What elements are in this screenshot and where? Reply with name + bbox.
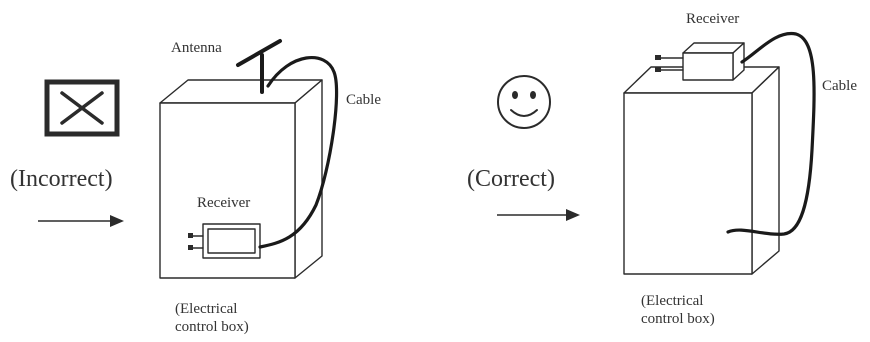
receiver-label-incorrect: Receiver [197, 195, 250, 211]
box-side [294, 79, 323, 279]
box-label-correct-line1: (Electrical [641, 293, 703, 309]
box-top [159, 79, 323, 104]
box-label-correct-line2: control box) [641, 311, 715, 327]
receiver-correct [655, 42, 745, 81]
receiver-face [207, 228, 256, 254]
electrical-control-box-incorrect [159, 79, 323, 279]
incorrect-arrow-icon [38, 215, 124, 227]
antenna-icon [236, 39, 282, 94]
correct-label: (Correct) [467, 166, 555, 192]
box-side [751, 66, 780, 275]
receiver-label-correct: Receiver [686, 11, 739, 27]
incorrect-panel: (Incorrect) Antenna Cable [10, 39, 381, 335]
smiley-icon [497, 75, 551, 129]
correct-arrow-icon [497, 209, 580, 221]
x-box-icon [44, 79, 120, 137]
incorrect-label: (Incorrect) [10, 166, 113, 192]
correct-panel: (Correct) Receiver Cable (Electrical con [467, 11, 857, 327]
receiver-front [682, 52, 734, 81]
electrical-control-box-correct [623, 66, 780, 275]
receiver-incorrect [188, 223, 261, 259]
cable-label-incorrect: Cable [346, 92, 381, 108]
cable-incorrect [258, 56, 339, 249]
box-front [623, 92, 753, 275]
box-label-incorrect-line2: control box) [175, 319, 249, 335]
box-label-incorrect-line1: (Electrical [175, 301, 237, 317]
cable-correct [726, 31, 816, 236]
cable-label-correct: Cable [822, 78, 857, 94]
antenna-label: Antenna [171, 40, 222, 56]
